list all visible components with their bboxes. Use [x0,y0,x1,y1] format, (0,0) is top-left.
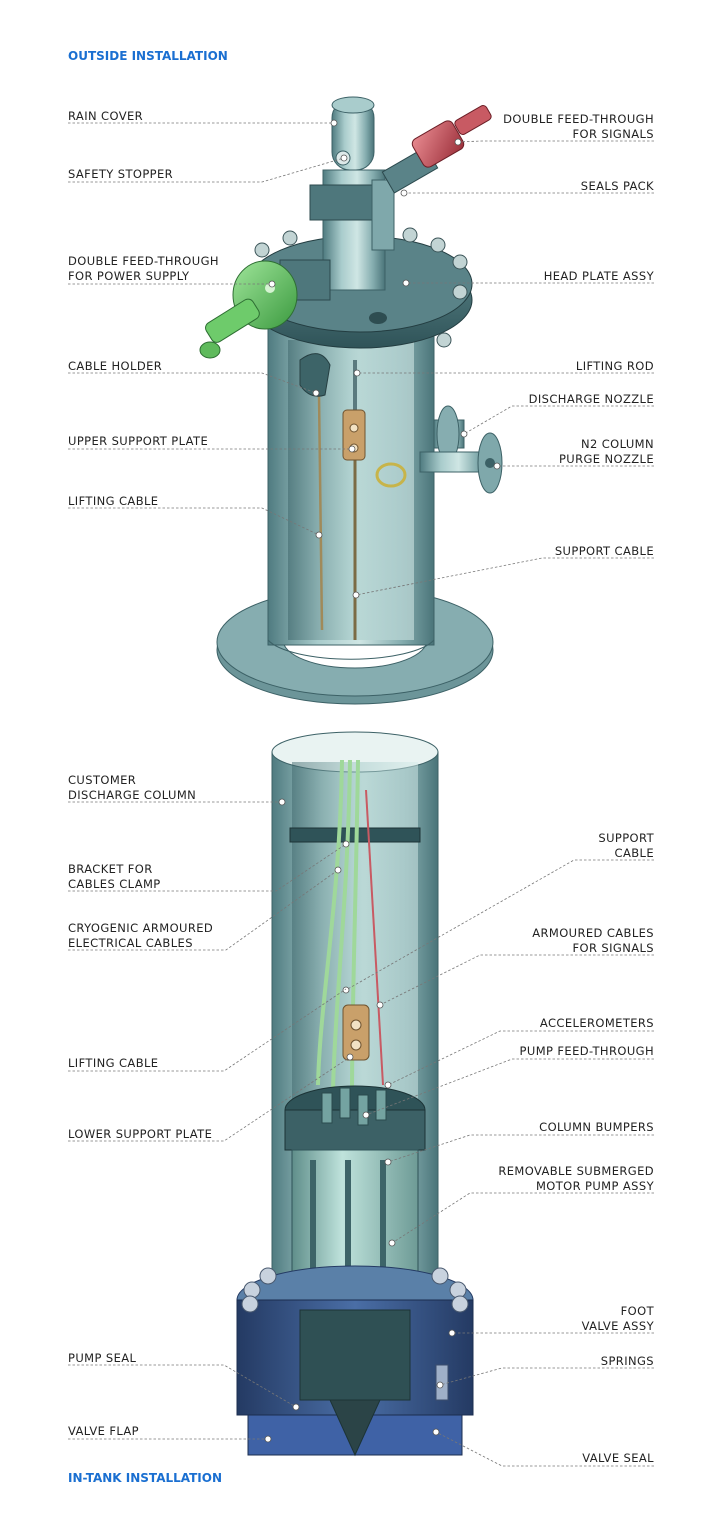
leader-lines [68,119,654,1467]
label-double-feed-signals-2: FOR SIGNALS [573,127,655,141]
label-discharge-nozzle: DISCHARGE NOZZLE [529,392,654,406]
label-safety-stopper: SAFETY STOPPER [68,167,173,181]
label-support-cable-top: SUPPORT CABLE [555,544,654,558]
outside-assembly-illustration [199,96,503,705]
label-bracket-clamp-1: BRACKET FOR [68,862,153,876]
cable-holder [299,353,331,397]
signal-feed-through [381,105,492,194]
label-bracket-clamp-2: CABLES CLAMP [68,877,161,891]
label-double-feed-power-1: DOUBLE FEED-THROUGH [68,254,219,268]
label-foot-valve-2: VALVE ASSY [582,1319,655,1333]
label-column-bumpers: COLUMN BUMPERS [539,1120,654,1134]
label-n2-purge-1: N2 COLUMN [581,437,654,451]
label-pump-feed-through: PUMP FEED-THROUGH [520,1044,654,1058]
label-head-plate: HEAD PLATE ASSY [544,269,655,283]
lower-support-plate [342,1004,370,1061]
label-double-feed-power-2: FOR POWER SUPPLY [68,269,190,283]
section-title-in-tank: IN-TANK INSTALLATION [68,1471,222,1485]
pump-nose [329,1399,381,1457]
label-cryogenic-cables-2: ELECTRICAL CABLES [68,936,193,950]
in-tank-assembly-illustration [236,731,474,1457]
label-double-feed-signals-1: DOUBLE FEED-THROUGH [503,112,654,126]
label-lifting-cable-top: LIFTING CABLE [68,494,158,508]
label-support-cable-bottom-2: CABLE [615,846,654,860]
label-valve-flap: VALVE FLAP [68,1424,139,1438]
label-customer-column-1: CUSTOMER [68,773,136,787]
labels: RAIN COVER SAFETY STOPPER DOUBLE FEED-TH… [68,109,655,1465]
label-accelerometers: ACCELEROMETERS [540,1016,654,1030]
label-cryogenic-cables-1: CRYOGENIC ARMOURED [68,921,213,935]
n2-ring [375,462,407,488]
label-pump-seal: PUMP SEAL [68,1351,136,1365]
label-submerged-pump-2: MOTOR PUMP ASSY [536,1179,655,1193]
label-rain-cover: RAIN COVER [68,109,143,123]
upper-support-plate [342,409,366,461]
label-foot-valve-1: FOOT [621,1304,655,1318]
label-upper-support-plate: UPPER SUPPORT PLATE [68,434,208,448]
label-lifting-cable-bottom: LIFTING CABLE [68,1056,158,1070]
label-lifting-rod: LIFTING ROD [576,359,654,373]
label-cable-holder: CABLE HOLDER [68,359,162,373]
label-springs: SPRINGS [601,1354,654,1368]
label-valve-seal: VALVE SEAL [582,1451,654,1465]
section-title-outside: OUTSIDE INSTALLATION [68,49,228,63]
signal-cable [365,789,384,1086]
label-armoured-signals-1: ARMOURED CABLES [532,926,654,940]
label-lower-support-plate: LOWER SUPPORT PLATE [68,1127,212,1141]
seals-pack [371,179,395,251]
power-feed-through [199,259,331,359]
label-support-cable-bottom-1: SUPPORT [598,831,654,845]
lifting-cable-top [317,394,324,631]
label-armoured-signals-2: FOR SIGNALS [573,941,655,955]
label-n2-purge-2: PURGE NOZZLE [559,452,654,466]
label-seals-pack: SEALS PACK [581,179,654,193]
label-submerged-pump-1: REMOVABLE SUBMERGED [498,1164,654,1178]
label-customer-column-2: DISCHARGE COLUMN [68,788,196,802]
